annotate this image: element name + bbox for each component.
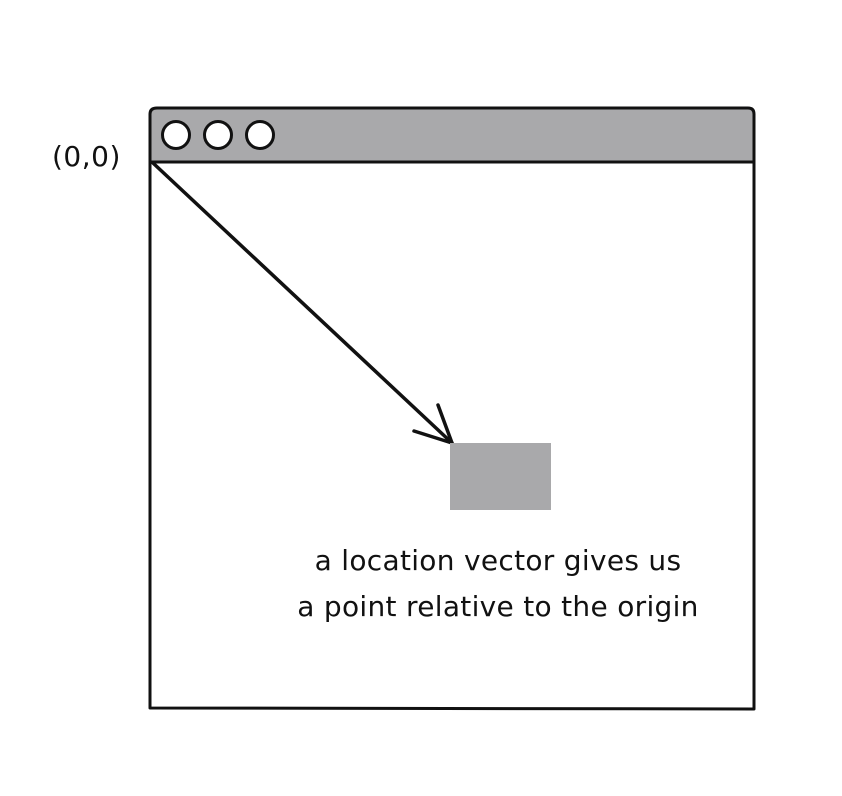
window-control-circle-icon <box>203 120 233 150</box>
caption-line-2: a point relative to the origin <box>297 590 699 623</box>
target-point-box <box>450 443 551 510</box>
caption: a location vector gives us a point relat… <box>262 538 734 630</box>
origin-label: (0,0) <box>52 140 121 173</box>
window-control-circle-icon <box>245 120 275 150</box>
location-vector-arrow-icon <box>151 161 454 445</box>
window-frame <box>148 162 756 711</box>
arrow-shaft <box>151 161 454 445</box>
caption-line-1: a location vector gives us <box>314 544 682 577</box>
window-title-bar <box>148 106 756 164</box>
window-control-circle-icon <box>161 120 191 150</box>
